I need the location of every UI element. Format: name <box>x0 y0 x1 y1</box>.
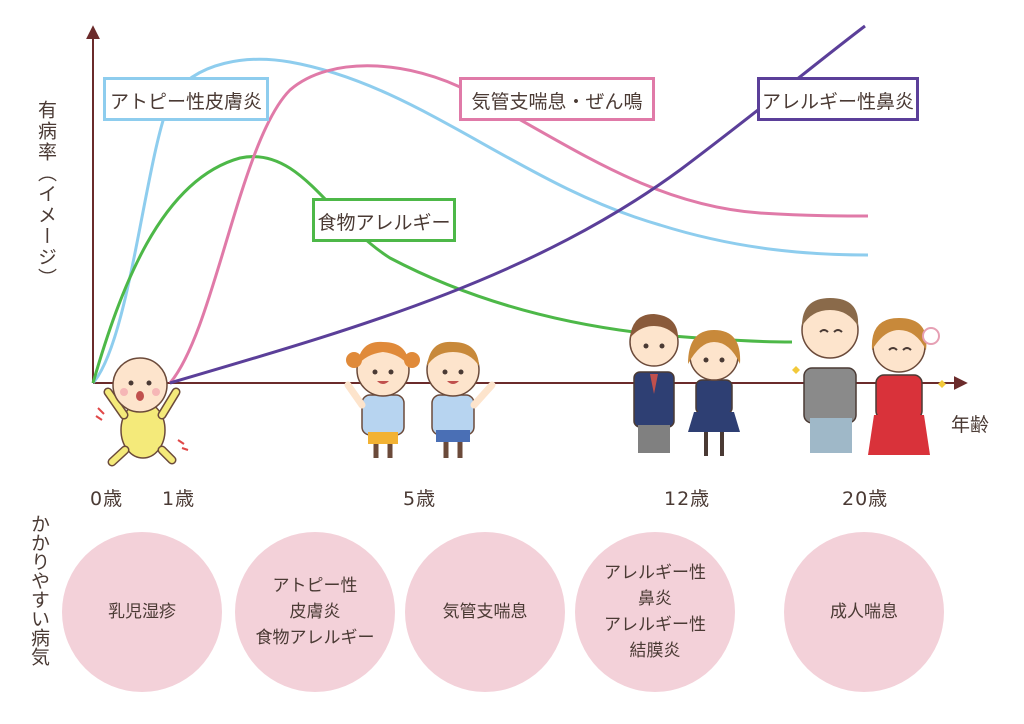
disease-text: アトピー性 <box>272 576 358 596</box>
label-atopic-dermatitis: アトピー性皮膚炎 <box>103 77 269 121</box>
disease-text: 成人喘息 <box>830 602 898 622</box>
disease-circle-bronchial-asthma: 気管支喘息 <box>405 532 565 692</box>
disease-text: 食物アレルギー <box>255 628 375 648</box>
age-label-0: 0歳 <box>90 488 124 510</box>
disease-text: アレルギー性 <box>604 615 706 635</box>
children-illustration <box>344 341 496 458</box>
y-axis-label: 有病率（イメージ） <box>35 100 57 289</box>
age-label-12: 12歳 <box>664 488 711 510</box>
curve-asthma <box>168 64 869 384</box>
age-label-20: 20歳 <box>842 488 889 510</box>
label-asthma: 気管支喘息・ぜん鳴 <box>459 77 655 121</box>
disease-circle-adult-asthma: 成人喘息 <box>784 532 944 692</box>
common-diseases-label: かかりやすい病気 <box>28 514 50 666</box>
disease-circle-rhinitis-conjunctivitis: アレルギー性 鼻炎 アレルギー性 結膜炎 <box>575 532 735 692</box>
baby-illustration <box>95 357 189 467</box>
label-food-allergy: 食物アレルギー <box>312 198 456 242</box>
age-label-1: 1歳 <box>162 488 196 510</box>
curve-food-allergy <box>91 155 793 384</box>
disease-text: 乳児湿疹 <box>108 602 176 622</box>
age-label-5: 5歳 <box>403 488 437 510</box>
label-allergic-rhinitis: アレルギー性鼻炎 <box>757 77 919 121</box>
students-illustration <box>629 314 741 456</box>
disease-text: 結膜炎 <box>629 641 681 661</box>
x-axis-label: 年齢 <box>951 414 990 436</box>
disease-circle-atopic-food: アトピー性 皮膚炎 食物アレルギー <box>235 532 395 692</box>
disease-circle-infant-eczema: 乳児湿疹 <box>62 532 222 692</box>
disease-text: 気管支喘息 <box>442 602 528 622</box>
adults-illustration <box>792 298 946 455</box>
curve-allergic-rhinitis <box>169 24 866 385</box>
disease-text: 皮膚炎 <box>289 602 341 622</box>
disease-text: アレルギー性 <box>604 563 706 583</box>
disease-text: 鼻炎 <box>638 589 672 609</box>
